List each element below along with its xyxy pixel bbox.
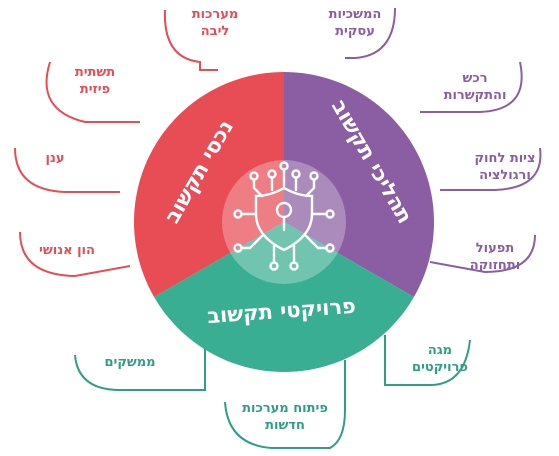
connector-core-systems: [163, 9, 218, 71]
connector-operations: [429, 234, 536, 274]
label-mega-projects: מגה פרויקטים: [412, 343, 468, 375]
connector-cloud: [14, 147, 120, 193]
label-physical-infra: תשתית פיזית: [74, 65, 116, 97]
connector-physical-infra: [45, 61, 140, 123]
label-business-continuity: המשכיות עסקית: [328, 7, 382, 39]
label-compliance: ציות לחוק ורגולציה: [474, 151, 536, 183]
connector-procurement: [420, 61, 523, 113]
label-human-capital: הון אנושי: [39, 243, 95, 258]
label-core-systems: מערכות ליבה: [191, 7, 239, 39]
connector-mega-projects: [384, 335, 471, 386]
label-operations: תפעול ותחזוקה: [469, 241, 521, 273]
segment-managers: [284, 72, 434, 297]
connector-compliance: [440, 147, 542, 191]
connector-interfaces: [74, 345, 206, 391]
shield-circuit-icon: [233, 161, 335, 271]
label-procurement: רכש והתקשרות: [443, 71, 507, 103]
connector-business-continuity: [345, 7, 396, 59]
segment-assets: [134, 72, 284, 297]
connector-new-systems: [224, 360, 346, 449]
label-new-systems: פיתוח מערכות חדשות: [242, 401, 328, 433]
segment-projects: [154, 222, 414, 372]
connector-human-capital: [19, 231, 131, 278]
label-cloud: ענן: [45, 151, 65, 166]
label-interfaces: ממשקים: [104, 355, 156, 370]
